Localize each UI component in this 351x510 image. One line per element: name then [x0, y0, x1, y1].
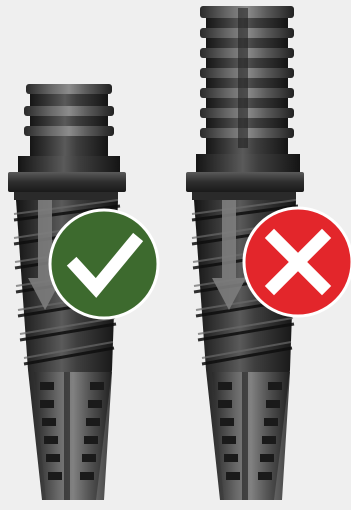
cross-badge — [244, 208, 351, 316]
left-implant-collar — [8, 172, 126, 192]
left-implant-head — [18, 84, 120, 172]
check-badge — [50, 210, 158, 318]
right-implant-head — [196, 6, 300, 172]
right-implant-collar — [186, 172, 304, 192]
